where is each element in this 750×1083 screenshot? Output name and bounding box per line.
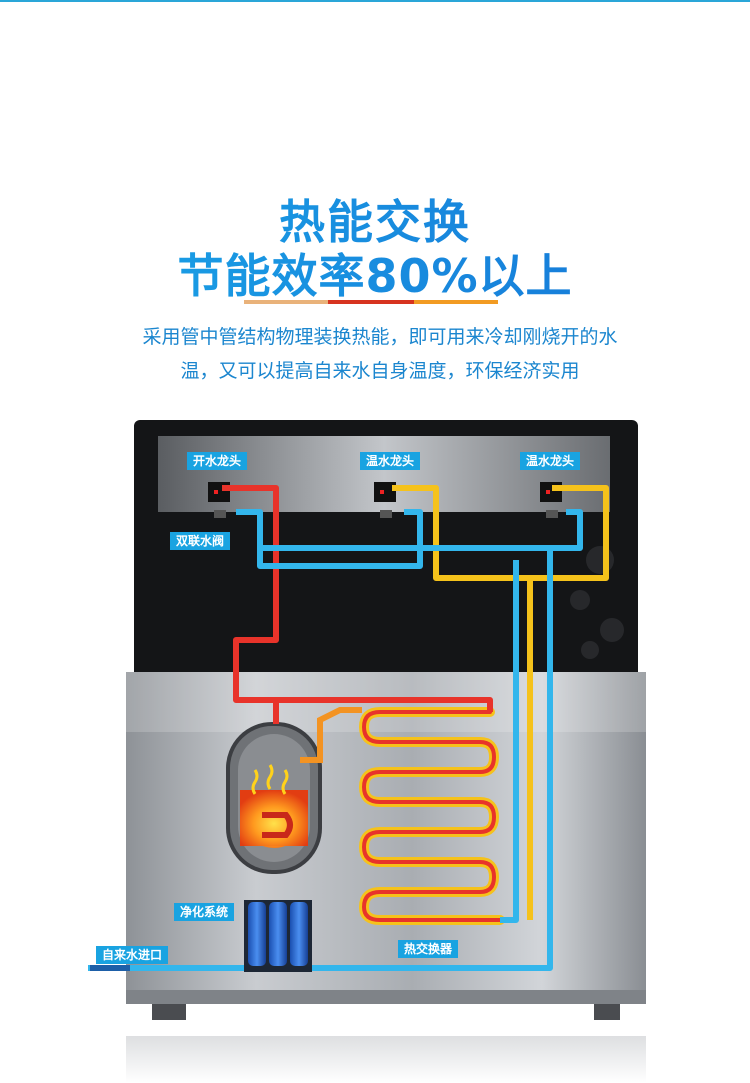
pipe-warm [392,485,609,920]
boiler-tank [226,722,322,874]
label-inlet: 自来水进口 [96,946,169,964]
description-line-1: 采用管中管结构物理装换热能，即可用来冷却刚烧开的水 [142,326,618,348]
lower-body [126,672,646,1083]
label-warm-tap-2: 温水龙头 [520,452,581,470]
headline-line-2: 节能效率80%以上 [0,240,750,306]
heat-exchanger-coil [359,707,505,925]
faucet-warm-1 [374,482,396,518]
headline-line-1: 热能交换 [0,186,750,252]
title-underline-beige [244,300,328,304]
filter-cartridges [244,900,312,972]
top-accent-line [0,0,750,2]
label-heat-exchanger: 热交换器 [398,940,459,958]
description-line-2: 温，又可以提高自来水自身温度，环保经济实用 [180,360,580,382]
title-underline-red [328,300,414,304]
pipe-cold [88,509,583,971]
pipe-hot [222,485,493,724]
title-underline-orange [414,300,498,304]
pipe-orange [300,707,362,763]
label-boiling-tap: 开水龙头 [187,452,248,470]
label-purification: 净化系统 [174,903,235,921]
label-warm-tap-1: 温水龙头 [360,452,421,470]
label-dual-valve: 双联水阀 [170,532,231,550]
